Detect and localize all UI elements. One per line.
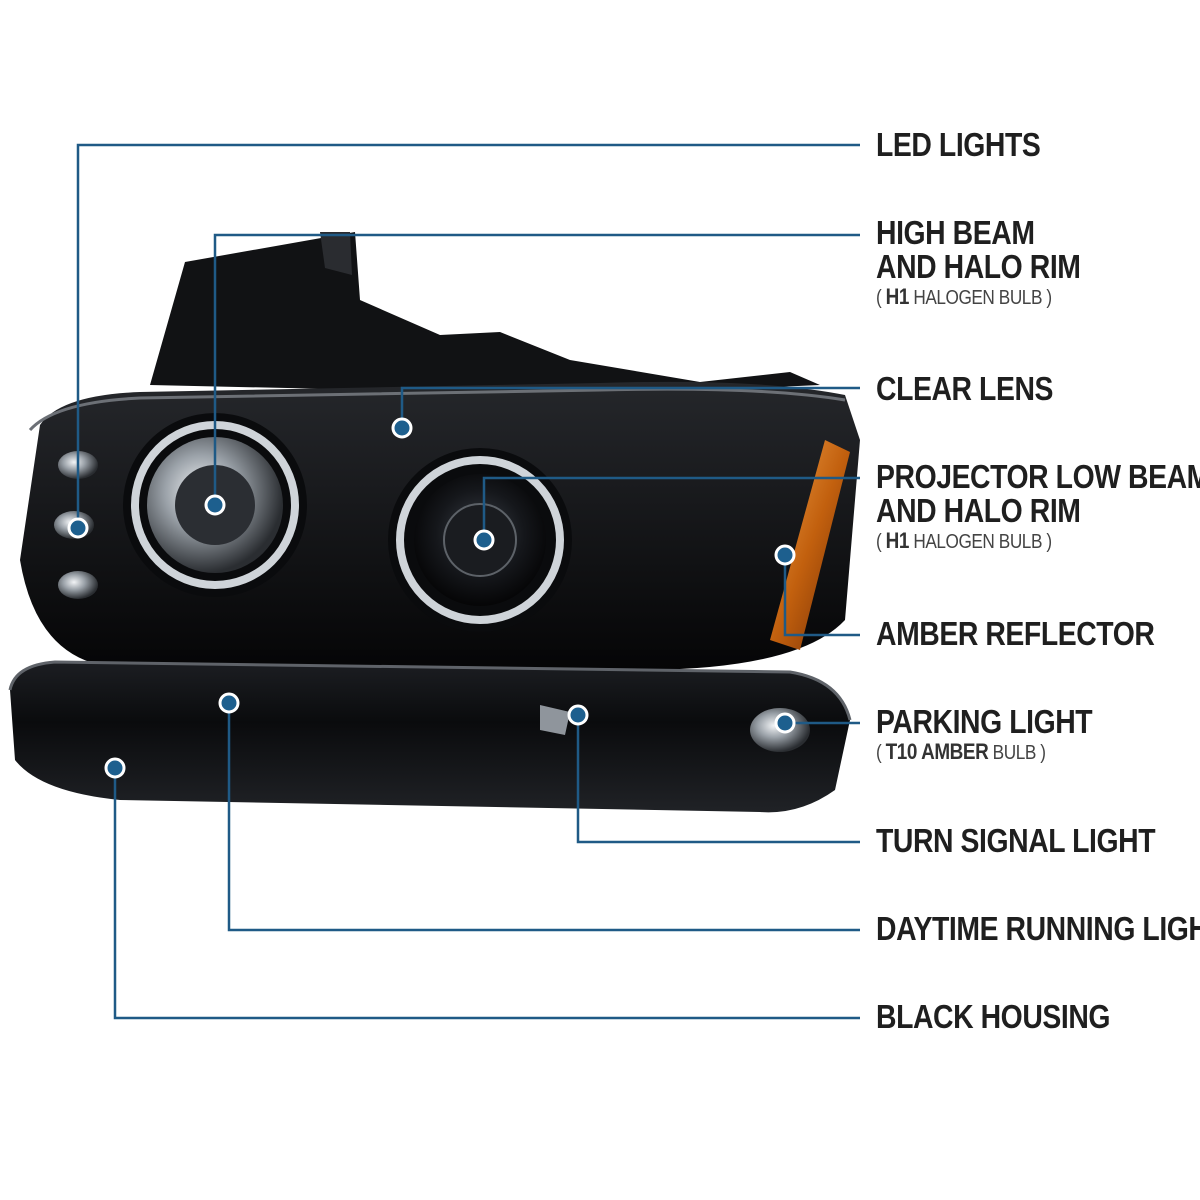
label-black-housing: BLACK HOUSING (876, 1000, 1110, 1034)
dot-turn-signal-light (567, 704, 589, 726)
leader-led-lights (76, 143, 860, 528)
label-parking-light: PARKING LIGHT ( T10 AMBER BULB ) (876, 703, 1093, 766)
label-daytime-running-light: DAYTIME RUNNING LIGHT (876, 912, 1200, 946)
label-line: BLACK HOUSING (876, 998, 1111, 1035)
bulb-note: ( H1 HALOGEN BULB ) (876, 528, 1052, 553)
label-line: PROJECTOR LOW BEAM (876, 458, 1200, 495)
label-line: HIGH BEAM (876, 214, 1035, 251)
label-line: AND HALO RIM (876, 248, 1081, 285)
bulb-note: ( H1 HALOGEN BULB ) (876, 284, 1052, 309)
label-line: CLEAR LENS (876, 370, 1054, 407)
leader-projector-low-beam (482, 476, 860, 540)
callout-dots (67, 417, 796, 779)
label-clear-lens: CLEAR LENS (876, 372, 1053, 406)
leader-amber-reflector (783, 555, 860, 637)
leader-high-beam (213, 233, 860, 505)
dot-projector-low-beam (473, 529, 495, 551)
amber-reflector-shape (770, 440, 850, 650)
label-line: TURN SIGNAL LIGHT (876, 822, 1156, 859)
dot-black-housing (104, 757, 126, 779)
dot-amber-reflector (774, 544, 796, 566)
leader-turn-signal-light (576, 715, 860, 844)
label-line: AMBER REFLECTOR (876, 615, 1155, 652)
leader-black-housing (113, 768, 860, 1020)
leader-daytime-running-light (227, 703, 860, 932)
black-housing-shape (20, 232, 860, 670)
label-turn-signal-light: TURN SIGNAL LIGHT (876, 822, 1156, 859)
dot-clear-lens (391, 417, 413, 439)
bulb-note: ( T10 AMBER BULB ) (876, 739, 1046, 764)
bumper-light-shape (8, 660, 852, 813)
label-amber-reflector: AMBER REFLECTOR (876, 615, 1155, 652)
dot-parking-light (774, 712, 796, 734)
label-line: DAYTIME RUNNING LIGHT (876, 910, 1200, 947)
leader-lines (76, 143, 860, 1020)
leader-clear-lens (400, 386, 860, 428)
label-line: PARKING LIGHT (876, 703, 1093, 740)
dot-daytime-running-light (218, 692, 240, 714)
label-line: LED LIGHTS (876, 126, 1041, 163)
label-led-lights: LED LIGHTS (876, 126, 1041, 163)
label-projector-low-beam: PROJECTOR LOW BEAM AND HALO RIM ( H1 HAL… (876, 460, 1200, 555)
dot-led-lights (67, 517, 89, 539)
label-line: AND HALO RIM (876, 492, 1081, 529)
dot-high-beam (204, 494, 226, 516)
label-high-beam: HIGH BEAM AND HALO RIM ( H1 HALOGEN BULB… (876, 216, 1081, 311)
